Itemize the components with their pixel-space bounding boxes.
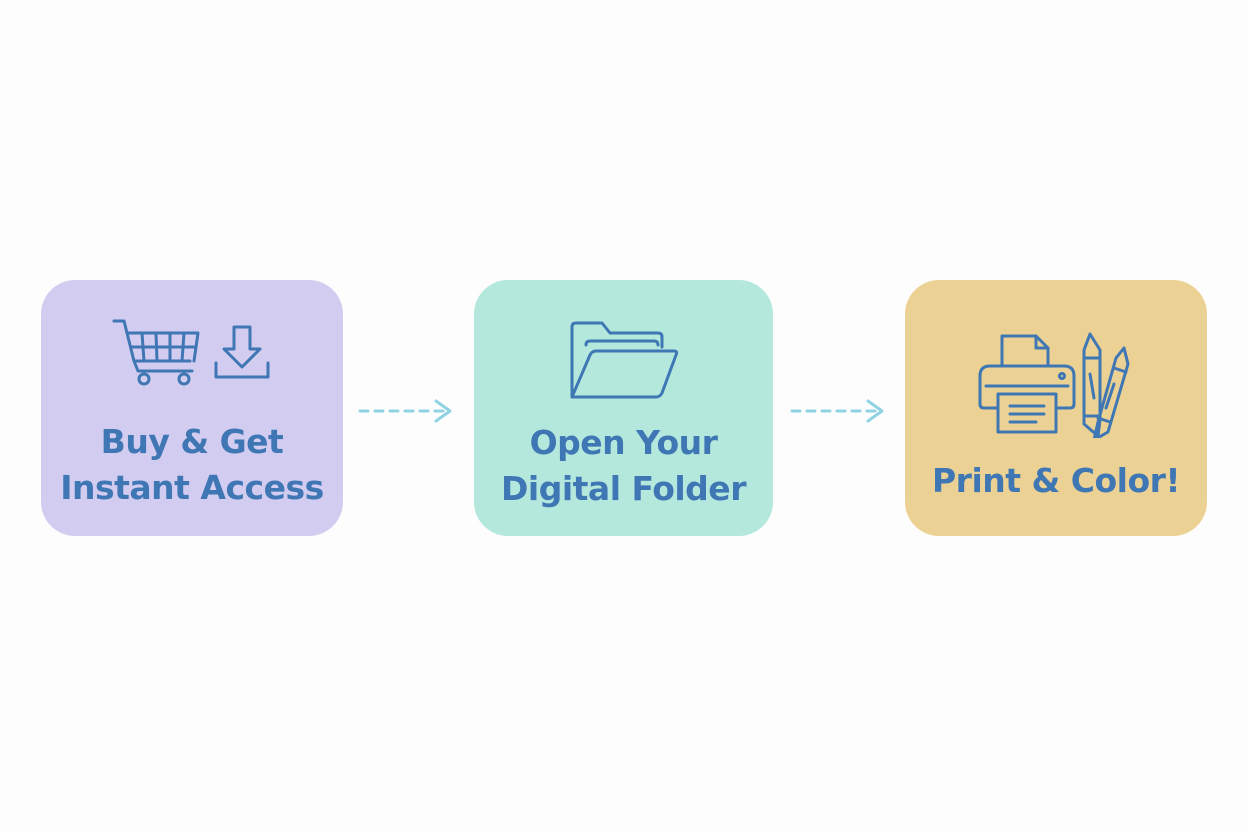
step-3-label-line-1: Print & Color! <box>932 461 1181 500</box>
step-card-open-folder: Open Your Digital Folder <box>474 280 773 536</box>
step-2-label: Open Your Digital Folder <box>474 420 773 512</box>
shopping-cart-icon <box>112 319 200 386</box>
step-2-icons <box>474 310 773 410</box>
dashed-arrow-1 <box>358 399 452 423</box>
step-3-label: Print & Color! <box>905 458 1207 504</box>
step-3-icons <box>905 320 1207 445</box>
step-card-buy: Buy & Get Instant Access <box>41 280 343 536</box>
folder-icon <box>570 321 678 399</box>
printer-icon <box>978 334 1076 433</box>
step-1-label: Buy & Get Instant Access <box>41 419 343 511</box>
dashed-arrow-2 <box>790 399 884 423</box>
download-icon <box>214 325 270 379</box>
step-2-label-line-1: Open Your <box>529 423 718 462</box>
step-1-icons <box>41 314 343 394</box>
step-card-print: Print & Color! <box>905 280 1207 536</box>
step-1-label-line-1: Buy & Get <box>100 422 284 461</box>
crayons-icon <box>1082 332 1130 438</box>
step-2-label-line-2: Digital Folder <box>501 469 746 508</box>
step-1-label-line-2: Instant Access <box>60 468 324 507</box>
